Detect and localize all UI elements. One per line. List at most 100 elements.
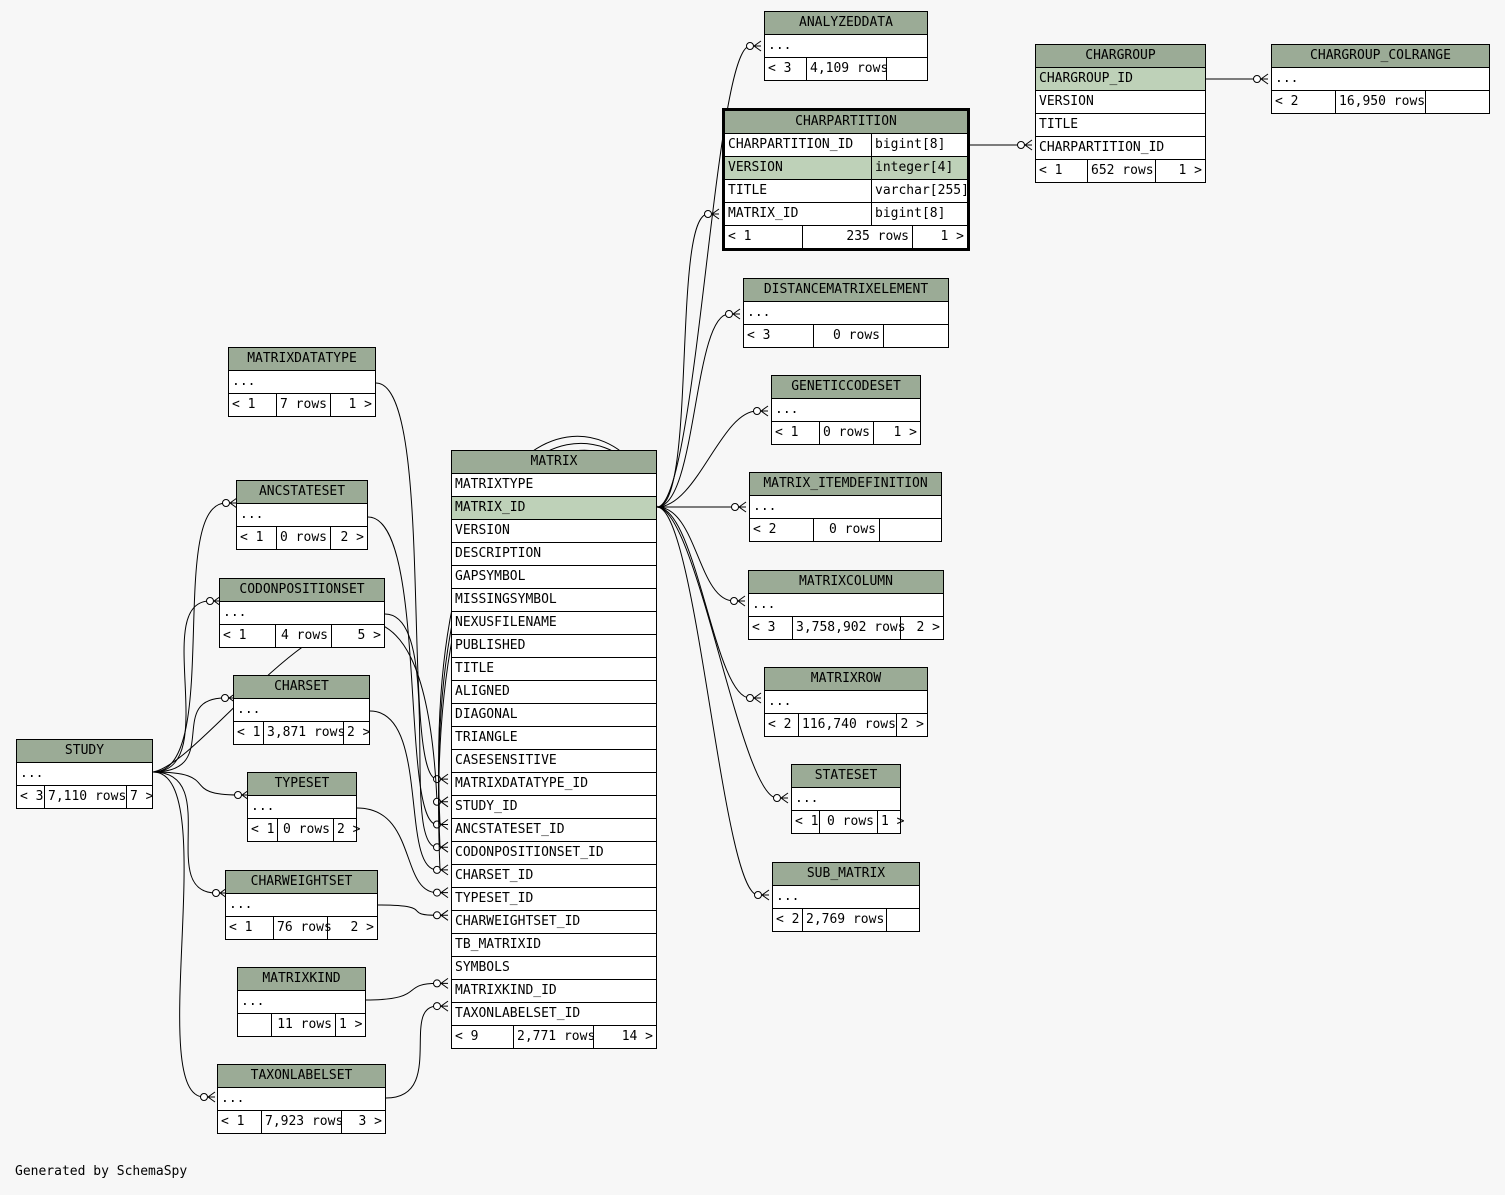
table-name[interactable]: STUDY [17,740,152,763]
crowfoot-icon [753,692,762,704]
crowfoot-icon [732,308,741,320]
parent-count: < 2 [1272,91,1336,113]
table-name[interactable]: CODONPOSITIONSET [220,579,384,602]
table-name[interactable]: TAXONLABELSET [218,1065,385,1088]
column-name: ... [753,499,777,514]
parent-count [238,1014,272,1036]
crowfoot-icon [440,796,449,808]
table-name[interactable]: CHARGROUP [1036,45,1205,68]
collapsed-columns: ... [744,302,948,325]
table-name[interactable]: MATRIXROW [765,668,927,691]
column-name: ... [747,305,771,320]
crowfoot-icon [711,208,720,220]
table-name[interactable]: ANALYZEDDATA [765,12,927,35]
crowfoot-icon [1260,73,1269,85]
table-name[interactable]: DISTANCEMATRIXELEMENT [744,279,948,302]
edge-matrix-child-1 [656,213,709,508]
column-name: ... [1275,71,1299,86]
column-name: PUBLISHED [455,638,526,653]
crowfoot-icon [440,819,449,830]
table-name[interactable]: CHARPARTITION [725,111,967,134]
row-count: 3,758,902 rows [793,617,906,639]
parent-count: < 1 [226,917,274,939]
collapsed-columns: ... [772,399,920,422]
generated-by-footer: Generated by SchemaSpy [15,1164,188,1179]
column-chargroup-id: CHARGROUP_ID [1036,68,1205,91]
table-name[interactable]: MATRIXCOLUMN [749,571,943,594]
crowfoot-icon [440,1000,449,1012]
column-diagonal: DIAGONAL [452,704,656,727]
column-name: ... [768,694,792,709]
crowfoot-icon [207,1091,216,1103]
table-name[interactable]: CHARSET [234,676,369,699]
table-name[interactable]: STATESET [792,765,900,788]
column-name: MATRIXTYPE [455,477,534,492]
crowfoot-icon [440,864,449,876]
edge-parent-6 [365,982,438,1001]
edge-matrix-child-7 [656,506,778,799]
table-name[interactable]: MATRIXDATATYPE [229,348,375,371]
column-name: CHARGROUP_ID [1039,71,1133,86]
collapsed-columns: ... [218,1088,385,1111]
collapsed-columns: ... [229,371,375,394]
table-name[interactable]: GENETICCODESET [772,376,920,399]
table-name[interactable]: CHARGROUP_COLRANGE [1272,45,1489,68]
column-name: ... [768,38,792,53]
column-aligned: ALIGNED [452,681,656,704]
table-name[interactable]: SUB_MATRIX [773,863,919,886]
table-name[interactable]: TYPESET [248,773,356,796]
parent-count: < 1 [1036,160,1088,182]
crowfoot-icon [753,40,762,52]
crowfoot-icon [440,977,449,989]
table-name[interactable]: MATRIX [452,451,656,474]
crowfoot-icon [229,497,238,509]
child-count: 7 > [130,789,154,804]
table-name[interactable]: MATRIXKIND [238,968,365,991]
column-name: ... [241,994,265,1009]
row-count: 0 rows [820,422,874,444]
parent-count: < 1 [792,811,820,833]
table-name[interactable]: MATRIX_ITEMDEFINITION [750,473,941,496]
table-name[interactable]: ANCSTATESET [237,481,367,504]
collapsed-columns: ... [226,894,377,917]
collapsed-columns: ... [765,691,927,714]
column-name: VERSION [455,523,510,538]
edge-study-3 [152,771,239,796]
edge-matrix-child-3 [656,410,758,508]
table-name[interactable]: CHARWEIGHTSET [226,871,377,894]
column-name: ... [776,889,800,904]
edge-fk-end-3 [433,865,441,874]
column-version: VERSION [452,520,656,543]
column-title: TITLE [452,658,656,681]
column-type: varchar[255] [871,180,969,202]
crowfoot-icon [440,773,449,785]
collapsed-columns: ... [749,594,943,617]
